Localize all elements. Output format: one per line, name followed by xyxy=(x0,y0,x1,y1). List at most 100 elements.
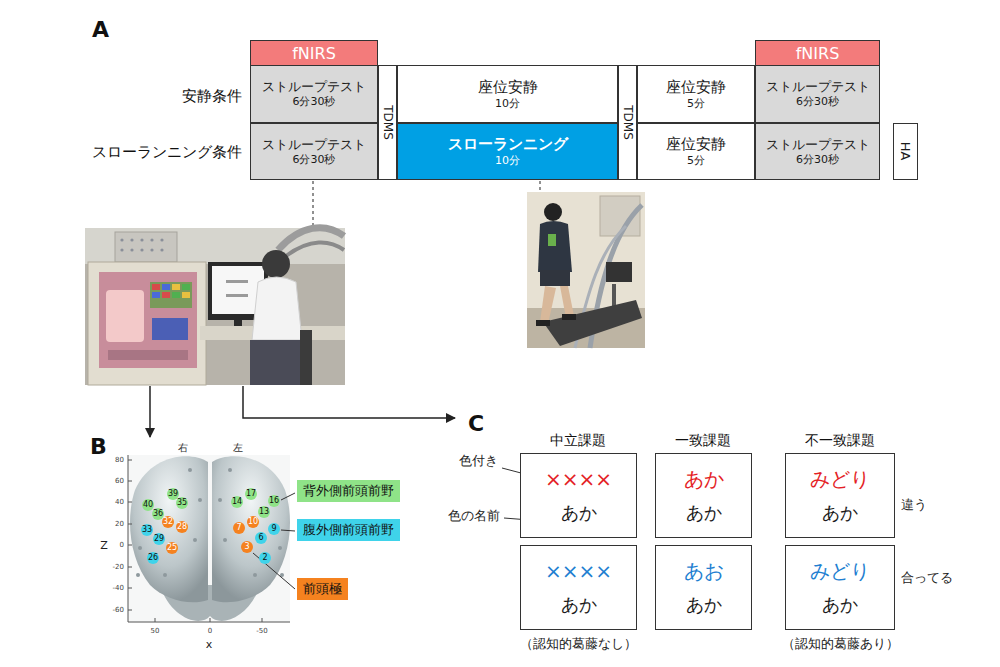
axis-label: Z xyxy=(100,539,108,552)
channel-number: 32 xyxy=(162,516,174,528)
node-text: あか xyxy=(561,594,597,617)
node-text: みどり xyxy=(810,559,870,584)
brain-plot xyxy=(128,455,290,622)
axis-tick: 0 xyxy=(120,541,124,549)
panel-letter: A xyxy=(92,17,109,43)
node-text: TDMS xyxy=(380,105,395,140)
node-text: fNIRS xyxy=(796,44,840,64)
channel-number: 26 xyxy=(147,552,159,564)
node-text: ×××× xyxy=(545,467,612,492)
stroop-card: みどりあか xyxy=(785,453,895,538)
node-text: 5分 xyxy=(687,154,705,168)
axis-tick: -40 xyxy=(113,584,124,592)
annotation: 色の名前 xyxy=(448,508,500,524)
rest-block: 座位安静5分 xyxy=(637,65,755,123)
stroop-card: みどりあか xyxy=(785,545,895,630)
treadmill-photo xyxy=(527,192,645,348)
channel-number: 6 xyxy=(255,532,267,544)
channel-number: 25 xyxy=(166,542,178,554)
node-text: 6分30秒 xyxy=(796,95,839,109)
annotation: （認知的葛藤なし） xyxy=(520,636,637,652)
node-text: 座位安静 xyxy=(478,78,538,97)
annotation: 合ってる xyxy=(901,570,953,586)
axis-tick: 0 xyxy=(208,627,212,635)
stroop-card: ×××× あか xyxy=(520,453,637,538)
side-label: 右 xyxy=(178,442,188,454)
channel-number: 35 xyxy=(176,497,188,509)
annotation: 違う xyxy=(901,497,927,513)
axis-tick: 80 xyxy=(115,456,124,464)
node-text: 10分 xyxy=(495,97,520,111)
channel-number: 2 xyxy=(259,552,271,564)
axis-tick: -50 xyxy=(256,627,267,635)
axis-tick: 50 xyxy=(151,627,160,635)
annotation: 色付き xyxy=(459,453,498,469)
column-header: 中立課題 xyxy=(550,432,606,449)
node-text: あか xyxy=(822,594,858,617)
node-text: 6分30秒 xyxy=(293,95,336,109)
rest-block: 座位安静5分 xyxy=(637,123,755,180)
channel-number: 14 xyxy=(231,496,243,508)
channel-number: 33 xyxy=(141,524,153,536)
legend-swatch: 背外側前頭前野 xyxy=(297,480,400,502)
tdms-block: TDMS xyxy=(618,65,637,180)
stroop-card: ×××× あか xyxy=(520,545,637,630)
node-text: 6分30秒 xyxy=(293,153,336,167)
node-text: ストループテスト xyxy=(766,79,870,95)
node-text: ストループテスト xyxy=(766,137,870,153)
column-header: 一致課題 xyxy=(675,432,731,449)
channel-number: 10 xyxy=(247,516,259,528)
channel-number: 29 xyxy=(153,533,165,545)
node-text: HA xyxy=(897,142,913,161)
channel-number: 16 xyxy=(268,495,280,507)
node-text: 座位安静 xyxy=(666,135,726,154)
node-text: 座位安静 xyxy=(666,78,726,97)
node-text: ×××× xyxy=(545,559,612,584)
node-text: あか xyxy=(686,502,722,525)
node-text: あか xyxy=(561,502,597,525)
channel-number: 3 xyxy=(241,541,253,553)
legend-text: 背外側前頭前野 xyxy=(303,483,394,499)
tdms-block: TDMS xyxy=(378,65,397,180)
node-text: 10分 xyxy=(495,154,520,168)
measurement-tag: fNIRS xyxy=(755,40,880,68)
stroop-card: あおあか xyxy=(655,545,752,630)
legend-text: 腹外側前頭前野 xyxy=(303,522,394,538)
node-text: 5分 xyxy=(687,97,705,111)
panel-letter: C xyxy=(468,411,484,437)
row-label: スローランニング条件 xyxy=(92,143,242,161)
row-label: 安静条件 xyxy=(182,87,242,105)
stroop-card: あかあか xyxy=(655,453,752,538)
node-text: あか xyxy=(686,594,722,617)
stroop-block: ストループテスト6分30秒 xyxy=(755,65,880,123)
side-label: 左 xyxy=(233,442,243,454)
legend-swatch: 前頭極 xyxy=(297,578,348,600)
legend-swatch: 腹外側前頭前野 xyxy=(297,519,400,541)
stroop-block: ストループテスト6分30秒 xyxy=(250,65,378,123)
axis-tick: -60 xyxy=(113,606,124,614)
stroop-block: ストループテスト6分30秒 xyxy=(755,123,880,180)
node-text: あか xyxy=(684,467,724,492)
channel-number: 40 xyxy=(142,499,154,511)
axis-tick: 40 xyxy=(115,498,124,506)
rest-block: 座位安静10分 xyxy=(397,65,618,123)
panel-letter: B xyxy=(90,434,107,460)
channel-number: 17 xyxy=(245,488,257,500)
measurement-tag: fNIRS xyxy=(250,40,378,68)
axis-tick: 60 xyxy=(115,477,124,485)
node-text: あお xyxy=(684,559,724,584)
axis-tick: 20 xyxy=(115,520,124,528)
channel-number: 13 xyxy=(258,506,270,518)
running-block: スローランニング10分 xyxy=(397,123,618,180)
lab-photo xyxy=(85,228,345,385)
annotation: （認知的葛藤あり） xyxy=(782,636,899,652)
node-text: TDMS xyxy=(620,105,635,140)
channel-number: 7 xyxy=(233,522,245,534)
stroop-block: ストループテスト6分30秒 xyxy=(250,123,378,180)
column-header: 不一致課題 xyxy=(805,432,875,449)
node-text: ストループテスト xyxy=(262,79,366,95)
ha-block: HA xyxy=(893,123,918,180)
node-text: ストループテスト xyxy=(262,137,366,153)
node-text: みどり xyxy=(810,467,870,492)
legend-text: 前頭極 xyxy=(303,581,342,597)
